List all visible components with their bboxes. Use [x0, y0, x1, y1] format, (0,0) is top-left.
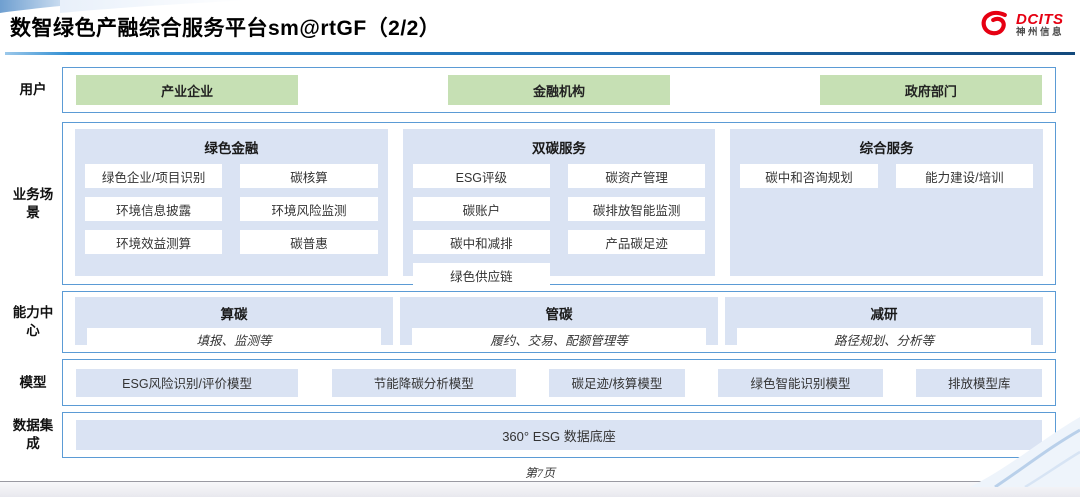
row-label-users: 用户	[19, 82, 47, 98]
panel-comprehensive-services: 综合服务 碳中和咨询规划 能力建设/培训	[730, 129, 1044, 276]
footer-divider	[0, 481, 1080, 482]
user-box-government: 政府部门	[819, 75, 1042, 105]
scenario-item: 环境效益测算	[85, 230, 223, 254]
capability-reduce-research: 减研 路径规划、分析等	[725, 297, 1043, 350]
title-divider	[5, 52, 1075, 55]
panel-green-finance: 绿色金融 绿色企业/项目识别 碳核算 环境信息披露 环境风险监测 环境效益测算 …	[75, 129, 388, 276]
scenarios-row: 绿色金融 绿色企业/项目识别 碳核算 环境信息披露 环境风险监测 环境效益测算 …	[62, 122, 1056, 287]
scenario-item: 绿色企业/项目识别	[85, 164, 223, 188]
logo-brand-text: DCITS	[1015, 11, 1064, 29]
capability-description: 路径规划、分析等	[737, 328, 1031, 350]
capability-description: 履约、交易、配额管理等	[412, 328, 706, 350]
scenario-item: 碳排放智能监测	[568, 197, 706, 221]
scenario-item: 环境信息披露	[85, 197, 223, 221]
footer-strip	[0, 482, 1080, 497]
panel-title: 绿色金融	[204, 141, 259, 156]
scenario-item: 碳中和咨询规划	[740, 164, 878, 188]
model-item: 节能降碳分析模型	[331, 368, 516, 397]
model-item: ESG风险识别/评价模型	[76, 368, 299, 397]
capability-description: 填报、监测等	[87, 328, 381, 350]
user-box-industry: 产业企业	[76, 75, 299, 105]
capabilities-row: 算碳 填报、监测等 管碳 履约、交易、配额管理等 减研 路径规划、分析等	[62, 291, 1056, 353]
scenario-item: 能力建设/培训	[895, 164, 1034, 188]
model-item: 绿色智能识别模型	[718, 368, 883, 397]
row-label-capabilities: 能力中心	[12, 305, 54, 338]
row-label-models: 模型	[19, 374, 47, 390]
model-item: 排放模型库	[916, 368, 1042, 397]
panel-title: 双碳服务	[532, 141, 586, 156]
capability-calc-carbon: 算碳 填报、监测等	[75, 297, 393, 350]
page-title: 数智绿色产融综合服务平台sm@rtGF（2/2）	[10, 17, 441, 40]
capability-title: 管碳	[545, 307, 573, 322]
capability-title: 减研	[870, 307, 898, 322]
data-base-item: 360° ESG 数据底座	[76, 420, 1042, 450]
scenario-item: 碳账户	[412, 197, 550, 221]
dcits-logo-icon	[981, 10, 1007, 36]
scenario-item: 碳核算	[240, 164, 378, 188]
model-item: 碳足迹/核算模型	[549, 368, 685, 397]
scenario-item: 绿色供应链	[412, 263, 550, 287]
row-label-scenarios: 业务场景	[12, 186, 54, 220]
user-box-finance: 金融机构	[447, 75, 671, 105]
capability-title: 算碳	[220, 307, 248, 322]
scenario-item: 产品碳足迹	[568, 230, 706, 254]
users-row: 产业企业 金融机构 政府部门	[62, 67, 1056, 113]
scenario-item: 碳普惠	[240, 230, 378, 254]
panel-title: 综合服务	[859, 141, 914, 156]
row-label-data-integration: 数据集成	[12, 418, 54, 451]
capability-manage-carbon: 管碳 履约、交易、配额管理等	[400, 297, 718, 350]
panel-dual-carbon: 双碳服务 ESG评级 碳资产管理 碳账户 碳排放智能监测 碳中和减排 产品碳足迹…	[402, 129, 716, 287]
scenario-item: 环境风险监测	[240, 197, 378, 221]
page-number: 第7页	[524, 466, 555, 480]
scenario-item: ESG评级	[412, 164, 550, 188]
data-integration-row: 360° ESG 数据底座	[62, 412, 1056, 458]
company-logo: DCITS 神州信息	[977, 10, 1064, 40]
logo-subtitle-text: 神州信息	[1015, 26, 1064, 38]
scenario-item: 碳中和减排	[412, 230, 550, 254]
scenario-item: 碳资产管理	[568, 164, 706, 188]
models-row: ESG风险识别/评价模型 节能降碳分析模型 碳足迹/核算模型 绿色智能识别模型 …	[62, 359, 1056, 406]
